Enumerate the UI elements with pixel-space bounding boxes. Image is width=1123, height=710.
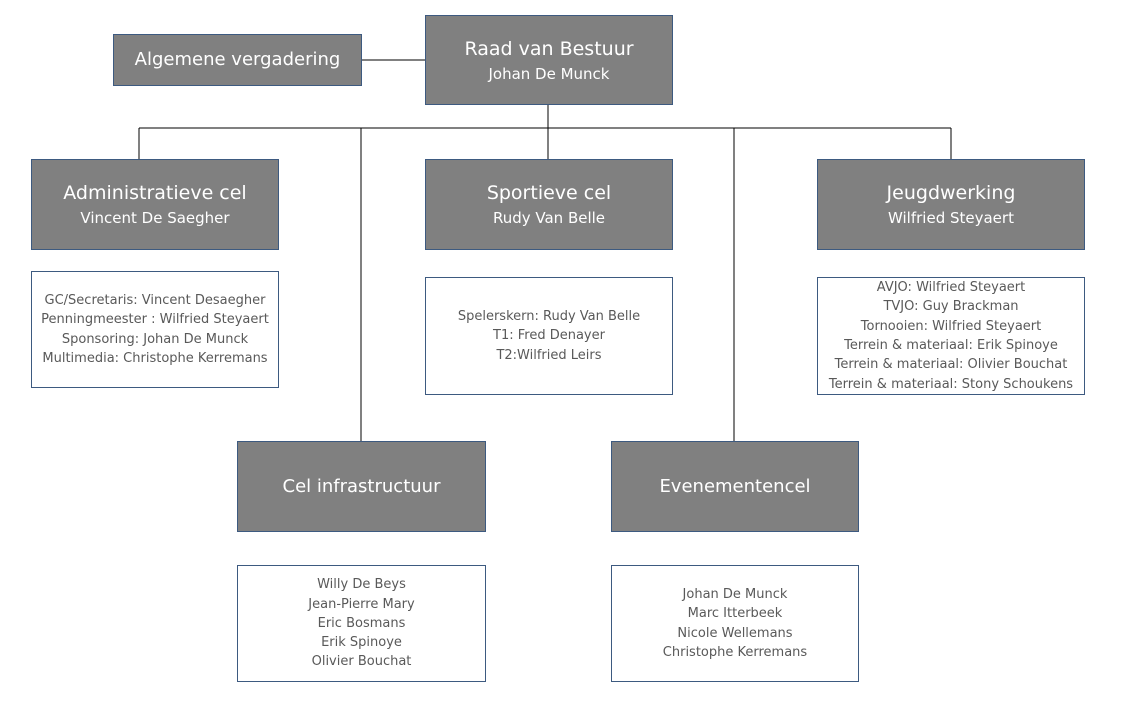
- jeugdwerking-person: Wilfried Steyaert: [888, 209, 1014, 227]
- list-item: Johan De Munck: [682, 586, 788, 602]
- cel-infrastructuur-box: Cel infrastructuur: [237, 441, 486, 532]
- list-item: Terrein & materiaal: Stony Schoukens: [828, 376, 1074, 392]
- sportieve-cel-title: Sportieve cel: [486, 182, 612, 204]
- list-item: Willy De Beys: [317, 577, 406, 593]
- raad-van-bestuur-person: Johan De Munck: [488, 64, 610, 83]
- list-item: AVJO: Wilfried Steyaert: [876, 280, 1026, 296]
- administratieve-cel-title: Administratieve cel: [63, 182, 247, 204]
- list-item: Olivier Bouchat: [311, 654, 412, 670]
- sportieve-cel-box: Sportieve cel Rudy Van Belle: [425, 159, 673, 250]
- administratieve-cel-person: Vincent De Saegher: [80, 209, 230, 227]
- algemene-vergadering-title: Algemene vergadering: [134, 49, 341, 70]
- list-item: Tornooien: Wilfried Steyaert: [860, 318, 1042, 334]
- list-item: T1: Fred Denayer: [493, 328, 605, 344]
- list-item: Sponsoring: Johan De Munck: [61, 331, 249, 347]
- administratieve-cel-members: GC/Secretaris: Vincent Desaegher Penning…: [31, 271, 279, 388]
- list-item: Eric Bosmans: [317, 615, 406, 631]
- jeugdwerking-members: AVJO: Wilfried Steyaert TVJO: Guy Brackm…: [817, 277, 1085, 395]
- list-item: Christophe Kerremans: [662, 644, 808, 660]
- evenementencel-box: Evenementencel: [611, 441, 859, 532]
- administratieve-cel-box: Administratieve cel Vincent De Saegher: [31, 159, 279, 250]
- list-item: TVJO: Guy Brackman: [883, 299, 1019, 315]
- jeugdwerking-box: Jeugdwerking Wilfried Steyaert: [817, 159, 1085, 250]
- list-item: Jean-Pierre Mary: [308, 596, 415, 612]
- list-item: Erik Spinoye: [321, 635, 402, 651]
- list-item: Penningmeester : Wilfried Steyaert: [41, 312, 269, 328]
- list-item: GC/Secretaris: Vincent Desaegher: [44, 292, 266, 308]
- list-item: Nicole Wellemans: [677, 625, 793, 641]
- raad-van-bestuur-title: Raad van Bestuur: [464, 37, 634, 60]
- list-item: Spelerskern: Rudy Van Belle: [457, 309, 641, 325]
- sportieve-cel-person: Rudy Van Belle: [492, 209, 606, 227]
- jeugdwerking-title: Jeugdwerking: [886, 182, 1016, 204]
- algemene-vergadering-box: Algemene vergadering: [113, 34, 362, 86]
- list-item: Terrein & materiaal: Erik Spinoye: [844, 338, 1058, 353]
- raad-van-bestuur-box: Raad van Bestuur Johan De Munck: [425, 15, 673, 105]
- cel-infrastructuur-members: Willy De Beys Jean-Pierre Mary Eric Bosm…: [237, 565, 486, 682]
- evenementencel-title: Evenementencel: [659, 475, 811, 497]
- list-item: Marc Itterbeek: [687, 606, 783, 622]
- sportieve-cel-members: Spelerskern: Rudy Van Belle T1: Fred Den…: [425, 277, 673, 395]
- evenementencel-members: Johan De Munck Marc Itterbeek Nicole Wel…: [611, 565, 859, 682]
- list-item: T2:Wilfried Leirs: [496, 347, 602, 363]
- list-item: Multimedia: Christophe Kerremans: [42, 350, 268, 366]
- list-item: Terrein & materiaal: Olivier Bouchat: [834, 357, 1068, 373]
- cel-infrastructuur-title: Cel infrastructuur: [282, 475, 441, 497]
